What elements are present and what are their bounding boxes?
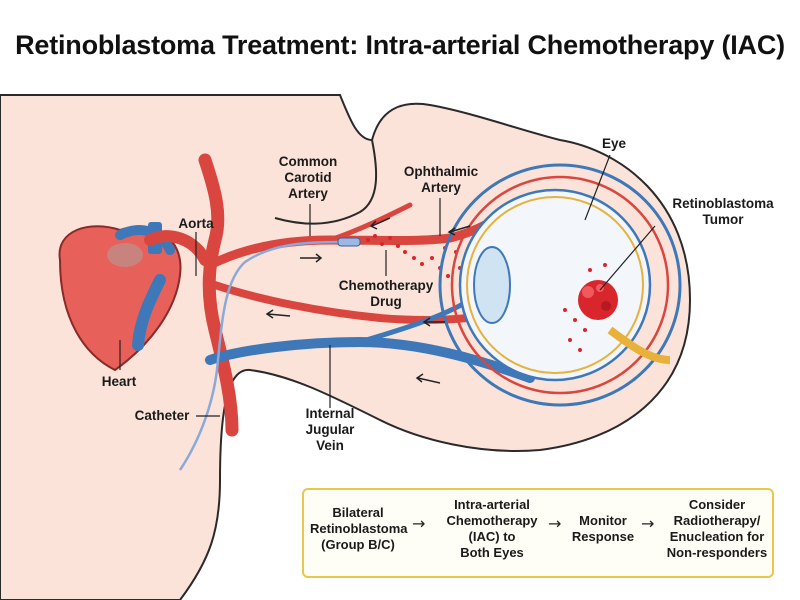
label-aorta: Aorta — [178, 216, 214, 231]
flow-arrow-2: → — [548, 514, 562, 533]
retinoblastoma-tumor — [578, 280, 618, 320]
flow-arrow-3: → — [641, 514, 655, 533]
treatment-flow-box — [302, 488, 774, 578]
label-catheter: Catheter — [134, 408, 190, 423]
label-heart: Heart — [101, 374, 137, 389]
page-title: Retinoblastoma Treatment: Intra-arterial… — [15, 30, 785, 60]
eyeball — [458, 188, 652, 382]
common-carotid-artery — [205, 210, 510, 270]
lens — [473, 246, 511, 324]
catheter-line — [178, 240, 355, 471]
aorta — [198, 153, 239, 437]
flow-arrow-1: → — [412, 514, 426, 533]
label-eye: Eye — [601, 136, 627, 151]
heart — [58, 222, 211, 372]
